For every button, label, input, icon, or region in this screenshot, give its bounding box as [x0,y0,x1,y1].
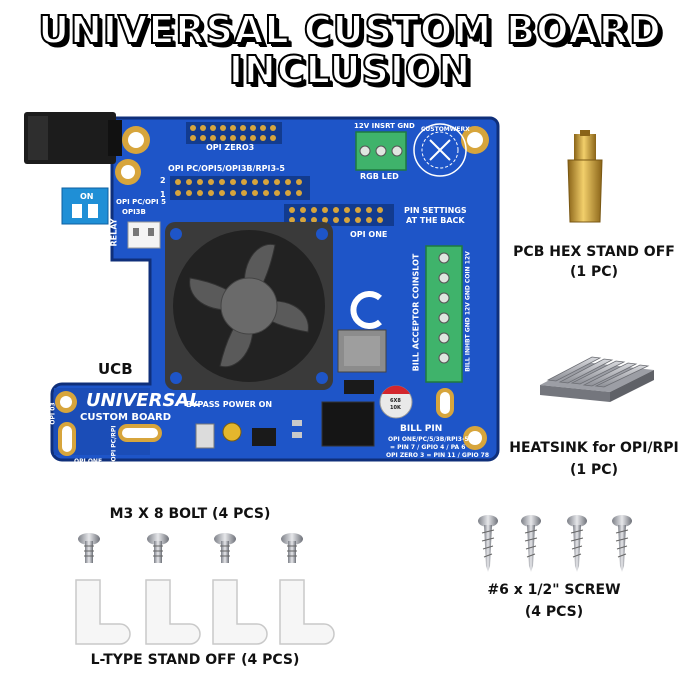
board-label-opi-zero3: OPI ZERO3 [206,143,255,152]
bolts-label: M3 X 8 BOLT (4 PCS) [109,506,271,522]
board-label-opi-pc: OPI PC/OPI5/OPI3B/RPI3-5 [168,164,285,173]
heatsink [540,356,654,402]
pin-note-3: OPI ZERO 3 = PIN 11 / GPIO 78 [386,452,490,459]
heatsink-label: HEATSINK for OPI/RPI [509,440,679,456]
screws-label: #6 x 1/2" SCREW [487,582,621,598]
pin-note-1: OPI ONE/PC/5/3B/RPI3-5 [388,436,469,443]
rgb-header-label: 12V INSRT GND [354,122,415,130]
board-name-top: UNIVERSAL [86,390,201,411]
board [24,112,500,462]
pin-header-top [186,122,282,144]
wood-screws [478,515,632,572]
bill-pin-label: BILL PIN [400,424,443,434]
hex-standoff-label: PCB HEX STAND OFF [513,244,675,260]
page-title-line2: INCLUSION [228,47,472,93]
opi-one-label: OPI ONE [350,230,388,239]
board-pin-number-2: 2 [160,176,166,185]
coin-label: COIN [48,219,58,242]
bill-coin-terminal [425,245,463,383]
rgb-led-terminal [355,131,407,171]
relay-connector [127,221,161,249]
customwerx-logo [413,123,467,177]
inductor [337,329,387,373]
bill-coin-vertical-label: BILL ACCEPTOR COINSLOT [411,253,421,372]
board-name-bottom: CUSTOM BOARD [80,412,172,423]
board-pin-number-1: 1 [160,190,166,199]
dip-switch [61,187,109,225]
opi-one-bottom-label: OPI ONE [74,458,103,465]
capacitor [379,385,413,419]
heatsink-qty: (1 PC) [570,462,618,478]
ucb-label: UCB [98,360,133,378]
hex-standoff-qty: (1 PC) [570,264,618,280]
pin-note-2: = PIN 7 / GPIO 4 / PA 6 [390,444,466,451]
bypass-label: BYPASS POWER ON [186,400,273,409]
capacitor-value-2: 10K [390,405,401,411]
pin-header-right [284,204,394,226]
logo-text: CUSTOMWERX [421,126,470,133]
dc-jack [24,112,122,164]
opi03-label: OPI 03 [49,402,57,425]
at-the-back-label: AT THE BACK [406,216,465,225]
screws-qty: (4 PCS) [524,604,584,620]
hex-standoff [567,130,603,223]
capacitor-value: 6X8 [390,398,401,404]
board-label-opi3b: OPI3B [122,208,146,216]
l-standoffs [75,579,335,645]
rgb-led-label: RGB LED [360,172,399,181]
page-title-line1: UNIVERSAL CUSTOM BOARD [37,7,662,53]
pin-settings-label: PIN SETTINGS [404,206,467,215]
board-label-12v-5a: 12V 5A [54,170,90,180]
dip-numbers-label: 1 2 [76,228,90,237]
bill-pins-vertical-label: BILL INHBT GND 12V GND COIN 12V [464,251,472,372]
dip-on-label: ON [80,192,94,201]
m3-bolts [78,533,303,563]
cooling-fan [165,222,333,390]
mounting-holes [55,126,489,450]
l-standoff-label: L-TYPE STAND OFF (4 PCS) [90,652,300,668]
opi-pc-rpi-label: OPI PC/RPI [110,425,118,462]
relay-label: RELAY [109,218,119,247]
board-label-opi-pc-opi5: OPI PC/OPI 5 [116,198,166,206]
pin-header-mid [170,176,310,200]
